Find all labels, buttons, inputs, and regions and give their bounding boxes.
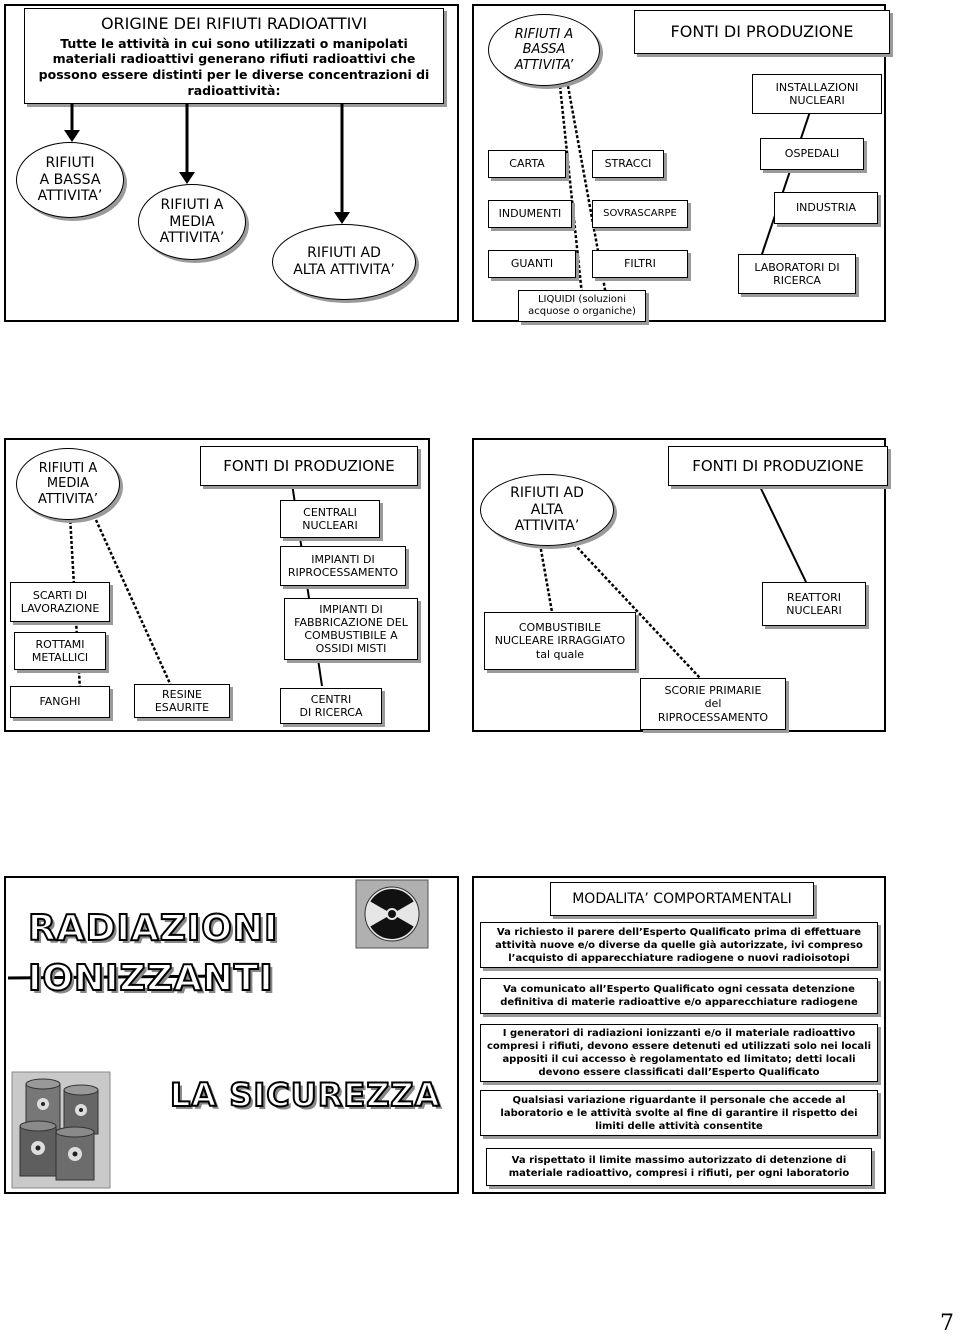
slide6-rule-2: Va comunicato all’Esperto Qualificato og… — [480, 978, 878, 1014]
slide3-source-riprocessamento: IMPIANTI DI RIPROCESSAMENTO — [280, 546, 406, 586]
slide3-sources-title: FONTI DI PRODUZIONE — [200, 446, 418, 486]
slide2-item-sovrascarpe: SOVRASCARPE — [592, 200, 688, 228]
slide2-source-ospedali: OSPEDALI — [760, 138, 864, 170]
slide2-item-stracci: STRACCI — [592, 150, 664, 178]
slide2-item-liquidi: LIQUIDI (soluzioni acquose o organiche) — [518, 290, 646, 322]
slide2-category: RIFIUTI A BASSA ATTIVITA’ — [488, 14, 600, 86]
slide3-source-fabbricazione: IMPIANTI DI FABBRICAZIONE DEL COMBUSTIBI… — [284, 598, 418, 660]
slide2-source-industria: INDUSTRIA — [774, 192, 878, 224]
slide6-title: MODALITA’ COMPORTAMENTALI — [550, 882, 814, 916]
slide4-category: RIFIUTI AD ALTA ATTIVITA’ — [480, 474, 614, 546]
slide3-source-centrali: CENTRALI NUCLEARI — [280, 500, 380, 538]
slide1-title: ORIGINE DEI RIFIUTI RADIOATTIVI — [100, 13, 368, 33]
slide3-category: RIFIUTI A MEDIA ATTIVITA’ — [16, 448, 120, 520]
slide4-source-reattori: REATTORI NUCLEARI — [762, 582, 866, 626]
slide3-source-centri-ricerca: CENTRI DI RICERCA — [280, 688, 382, 724]
slide6-rule-4: Qualsiasi variazione riguardante il pers… — [480, 1090, 878, 1136]
slide2-sources-title: FONTI DI PRODUZIONE — [634, 10, 890, 54]
slide2-item-carta: CARTA — [488, 150, 566, 178]
wordart-radiazioni: RADIAZIONI — [27, 907, 279, 950]
slide1-title-box: ORIGINE DEI RIFIUTI RADIOATTIVI Tutte le… — [24, 8, 444, 104]
slide1-intro: Tutte le attività in cui sono utilizzati… — [38, 35, 430, 98]
slide1-medium-activity: RIFIUTI A MEDIA ATTIVITA’ — [138, 184, 246, 260]
wordart-ionizzanti: IONIZZANTI — [27, 957, 274, 1000]
slide2-item-indumenti: INDUMENTI — [488, 200, 572, 228]
slide2-item-guanti: GUANTI — [488, 250, 576, 278]
slide1-low-activity: RIFIUTI A BASSA ATTIVITA’ — [16, 142, 124, 218]
slide3-item-scarti: SCARTI DI LAVORAZIONE — [10, 582, 110, 622]
slide4-item-scorie: SCORIE PRIMARIE del RIPROCESSAMENTO — [640, 678, 786, 730]
slide3-item-rottami: ROTTAMI METALLICI — [14, 632, 106, 670]
slide6-rule-1: Va richiesto il parere dell’Esperto Qual… — [480, 922, 878, 968]
slide2-item-filtri: FILTRI — [592, 250, 688, 278]
slide2-source-laboratori: LABORATORI DI RICERCA — [738, 254, 856, 294]
page-number: 7 — [940, 1311, 954, 1336]
slide1-high-activity: RIFIUTI AD ALTA ATTIVITA’ — [272, 224, 416, 300]
wordart-la-sicurezza: LA SICUREZZA — [169, 1075, 441, 1115]
slide2-source-installazioni: INSTALLAZIONI NUCLEARI — [752, 74, 882, 114]
slide6-rule-5: Va rispettato il limite massimo autorizz… — [486, 1148, 872, 1186]
slide4-item-combustibile: COMBUSTIBILE NUCLEARE IRRAGGIATO tal qua… — [484, 612, 636, 670]
slide3-item-fanghi: FANGHI — [10, 686, 110, 718]
slide6-rule-3: I generatori di radiazioni ionizzanti e/… — [480, 1024, 878, 1082]
slide3-item-resine: RESINE ESAURITE — [134, 684, 230, 718]
slide4-sources-title: FONTI DI PRODUZIONE — [668, 446, 888, 486]
